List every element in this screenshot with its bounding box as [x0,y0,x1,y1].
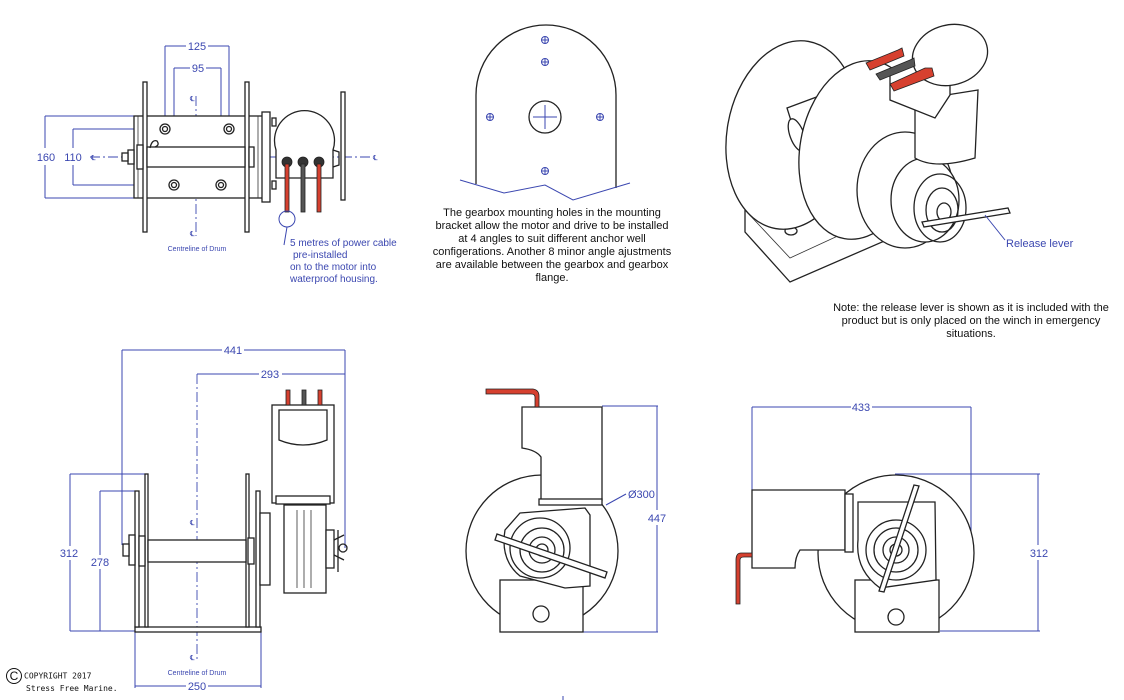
rear-motor [751,489,846,569]
break-line [459,179,631,201]
centreline-label: Centreline of Drum [168,246,227,253]
dim-312-side: 312 [60,473,145,632]
dim-250: 250 [134,631,262,693]
dim-441: 441 [121,345,346,548]
dim-293: 293 [197,369,345,381]
mounting-bracket-outline [475,24,617,188]
cable-black [300,163,306,213]
drum [146,146,246,168]
side-cable-black [301,389,307,406]
dim-447: 447 [583,405,666,633]
cable-note-line-4: waterproof housing. [290,274,378,285]
top-view: 125 95 160 110 ℄ ℄ [37,41,378,253]
bracket-note: The gearbox mounting holes in the mounti… [432,207,672,284]
bracket-view [459,24,631,201]
dim-label-160: 160 [37,152,55,164]
cable-red-2 [316,163,322,213]
release-lever-note: Note: the release lever is shown as it i… [833,302,1109,340]
side-cable-red-2 [317,389,323,406]
copyright-icon: C [6,668,22,684]
iso-cable-red-1 [865,47,905,71]
end-bearing [519,527,565,573]
dim-label-95: 95 [192,63,204,75]
power-cables [281,156,325,213]
iso-cable-black [875,57,916,81]
cl-symbol-bottom: ℄ [189,231,195,238]
dim-160: 160 [37,115,140,199]
cable-callout-circle [278,210,296,228]
dim-label-dia-300: Ø300 [628,489,655,501]
release-lever-leader [984,214,1006,241]
cl-symbol-left: ℄ [90,155,96,162]
rear-cable-red [735,552,753,605]
cable-note-line-2: pre-installed [293,250,348,261]
dim-278: 278 [91,490,135,631]
dim-label-312-side: 312 [60,548,78,560]
dim-label-433: 433 [852,402,870,414]
motor-top [271,91,346,201]
dim-label-293: 293 [261,369,279,381]
release-lever-label: Release lever [1006,238,1074,250]
copyright-line-1: COPYRIGHT 2017 [24,671,92,681]
bracket-holes [486,36,604,175]
cable-hook [149,140,159,149]
side-cable-red-1 [285,389,291,406]
mounting-holes [159,123,235,191]
rear-bearing [873,527,919,573]
end-cable-red [485,388,540,408]
cl-symbol-right: ℄ [372,155,378,162]
side-cl-symbol-bottom: ℄ [189,655,195,662]
centre-bore [528,100,562,134]
dim-label-278: 278 [91,557,109,569]
copyright-line-2: Stress Free Marine. [26,684,118,693]
dim-label-447: 447 [648,513,666,525]
side-base [134,626,262,633]
cl-symbol-top: ℄ [189,96,195,103]
dim-125: 125 [164,41,230,125]
side-cl-symbol-top: ℄ [189,520,195,527]
dim-312-rear: 312 [895,473,1048,632]
iso-view: Release lever [725,23,1074,283]
handle-bar [340,91,346,201]
iso-cable-red-2 [889,67,935,92]
dim-label-312-rear: 312 [1030,548,1048,560]
rear-base [854,579,940,633]
cable-note-line-3: on to the motor into [290,262,377,273]
end-release-lever [494,533,608,579]
iso-release-lever [921,207,1011,228]
dim-label-110: 110 [64,152,82,164]
side-view: 441 293 ℄ ℄ Centreline of Drum 312 278 [60,345,348,693]
side-gearbox [283,504,327,594]
rear-view: 433 312 [735,402,1048,633]
dim-label-250: 250 [188,681,206,693]
iso-bearing [913,173,967,243]
cable-red-1 [284,163,290,213]
cable-note-line-1: 5 metres of power cable [290,238,397,249]
cable-note: 5 metres of power cable pre-installed on… [290,238,430,286]
dim-label-441: 441 [224,345,242,357]
rear-release-lever [878,484,920,593]
dim-label-125: 125 [188,41,206,53]
side-motor [271,404,335,504]
side-drum [147,539,247,563]
end-view: 447 Ø300 [465,388,666,633]
side-centreline-label: Centreline of Drum [168,670,227,677]
